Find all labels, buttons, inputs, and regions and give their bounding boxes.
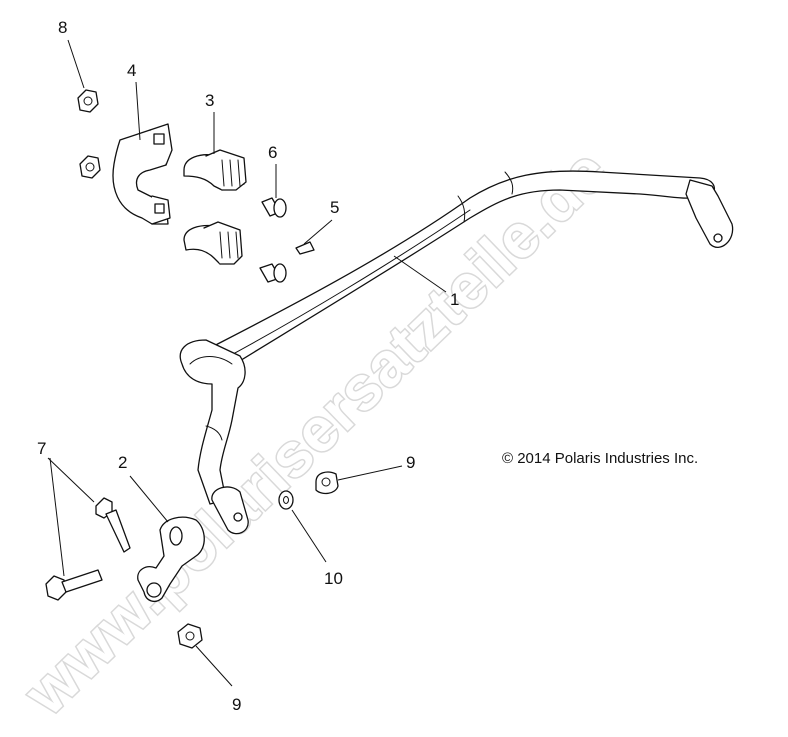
copyright-notice: © 2014 Polaris Industries Inc. <box>502 450 698 467</box>
callout-5: 5 <box>330 198 339 217</box>
callout-2: 2 <box>118 453 127 472</box>
callout-4: 4 <box>127 61 136 80</box>
callout-3: 3 <box>205 91 214 110</box>
callout-7: 7 <box>37 439 46 458</box>
bushing-bolt-lower <box>259 263 287 283</box>
callout-8: 8 <box>58 18 67 37</box>
flange-nut-lower <box>79 155 101 179</box>
link-nut-bottom <box>177 623 203 649</box>
callout-9-right: 9 <box>406 453 415 472</box>
callout-10: 10 <box>324 569 343 588</box>
stabilizer-link <box>137 516 205 603</box>
washer <box>278 490 294 510</box>
retainer-clip <box>295 241 315 255</box>
clamp-bracket <box>112 123 173 225</box>
bushing-lower <box>183 221 243 265</box>
callout-6: 6 <box>268 143 277 162</box>
link-bolt-upper <box>95 497 131 553</box>
link-bolt-lower <box>45 569 103 601</box>
watermark-text: www.polarisersatzteile.de <box>11 136 621 729</box>
bushing-bolt-upper <box>261 197 287 218</box>
callout-1: 1 <box>450 290 459 309</box>
link-nut-right <box>315 471 339 495</box>
callout-9-bottom: 9 <box>232 695 241 714</box>
stabilizer-bar <box>179 170 734 535</box>
callout-labels: 8 4 3 6 5 1 7 2 9 10 9 <box>37 18 459 714</box>
leader-lines <box>47 39 447 687</box>
flange-nut-upper <box>77 89 99 113</box>
bushing-upper <box>183 149 247 191</box>
